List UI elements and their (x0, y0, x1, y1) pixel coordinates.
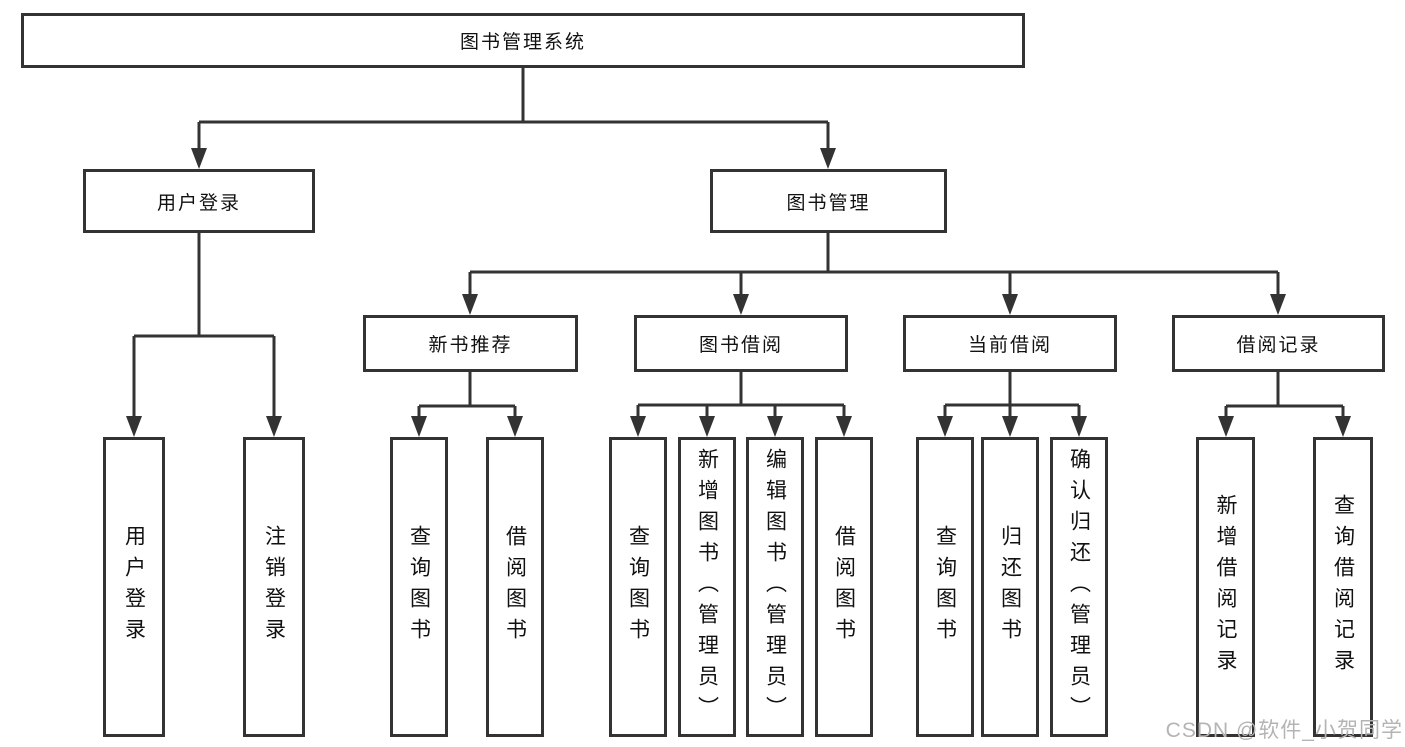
node-user-login: 用户登录 (83, 169, 315, 233)
node-book-management: 图书管理 (710, 169, 947, 233)
leaf-label: 新增借阅记录 (1214, 494, 1237, 680)
leaf-borrow-books-recommend: 借阅图书 (486, 437, 544, 737)
connector-borrow-records (1218, 372, 1351, 437)
arrowhead-icon (1218, 416, 1351, 437)
leaf-label: 注销登录 (262, 525, 286, 649)
connector-current-borrow (937, 372, 1087, 437)
leaf-label: 确认归还（管理员） (1067, 447, 1091, 727)
leaf-return-books: 归还图书 (981, 437, 1039, 737)
leaf-label: 查询借阅记录 (1331, 494, 1355, 680)
node-book-borrow: 图书借阅 (634, 315, 848, 372)
leaf-edit-book-admin: 编辑图书（管理员） (746, 437, 804, 737)
leaf-user-login: 用户登录 (103, 437, 165, 737)
node-new-book-recommend: 新书推荐 (363, 315, 578, 372)
leaf-query-books-borrow: 查询图书 (609, 437, 667, 737)
node-current-borrow: 当前借阅 (903, 315, 1117, 372)
connector-line (197, 68, 830, 150)
leaf-logout: 注销登录 (243, 437, 305, 737)
node-root: 图书管理系统 (21, 13, 1025, 68)
connector-book-management (462, 233, 1286, 315)
leaf-label: 借阅图书 (832, 525, 856, 649)
connector-user-login (126, 233, 282, 437)
leaf-query-books-current: 查询图书 (916, 437, 974, 737)
connector-root (191, 68, 836, 169)
leaf-label: 查询图书 (626, 525, 650, 649)
arrowhead-icon (462, 294, 1286, 315)
leaf-borrow-books: 借阅图书 (815, 437, 873, 737)
leaf-query-borrow-record: 查询借阅记录 (1313, 437, 1373, 737)
connector-new-book-recommend (411, 372, 523, 437)
connector-line (132, 233, 276, 418)
leaf-label: 查询图书 (407, 525, 431, 649)
connector-line (468, 233, 1280, 296)
leaf-add-book-admin: 新增图书（管理员） (678, 437, 736, 737)
arrowhead-icon (191, 148, 836, 169)
leaf-query-books-recommend: 查询图书 (390, 437, 448, 737)
leaf-add-borrow-record: 新增借阅记录 (1196, 437, 1255, 737)
node-borrow-records: 借阅记录 (1172, 315, 1385, 372)
arrowhead-icon (937, 416, 1087, 437)
arrowhead-icon (411, 416, 523, 437)
arrowhead-icon (630, 416, 852, 437)
arrowhead-icon (126, 416, 282, 437)
connector-line (636, 372, 846, 418)
leaf-label: 编辑图书（管理员） (763, 447, 787, 727)
connector-line (417, 372, 517, 418)
watermark: CSDN @软件_小贺同学 (1165, 719, 1403, 742)
leaf-label: 新增图书（管理员） (695, 447, 719, 727)
connector-line (943, 372, 1081, 418)
connector-line (1224, 372, 1345, 418)
leaf-label: 借阅图书 (503, 525, 527, 649)
leaf-label: 用户登录 (122, 525, 146, 649)
leaf-confirm-return-admin: 确认归还（管理员） (1050, 437, 1108, 737)
leaf-label: 归还图书 (998, 525, 1022, 649)
connector-book-borrow (630, 372, 852, 437)
leaf-label: 查询图书 (933, 525, 957, 649)
